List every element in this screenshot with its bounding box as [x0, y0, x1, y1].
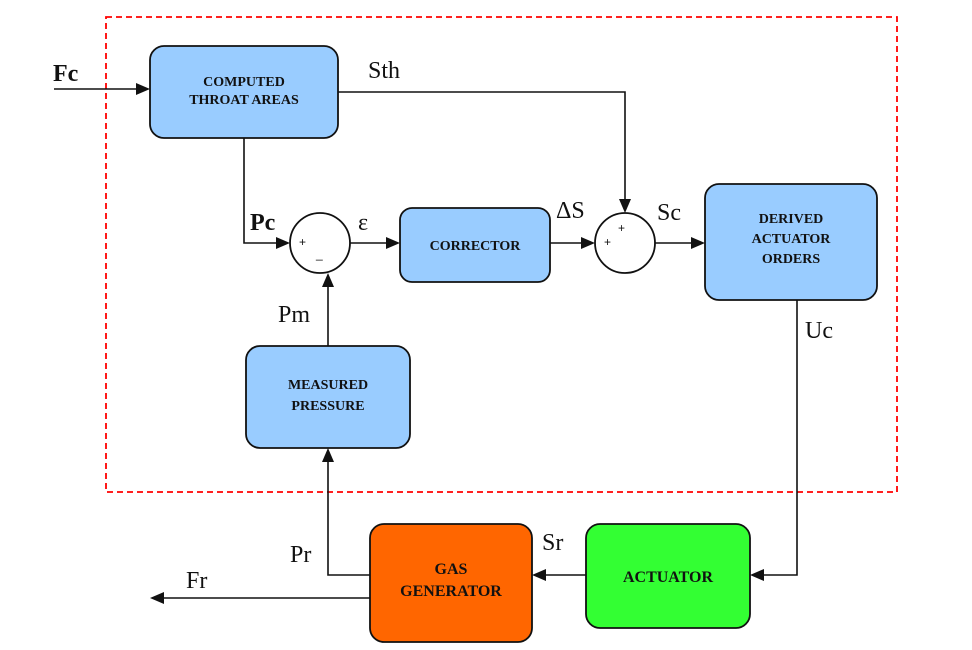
summing-junction-error: + _: [289, 212, 351, 274]
gas-generator-line1: GAS: [435, 561, 468, 578]
signal-pc-label: Pc: [250, 210, 276, 236]
computed-throat-areas-line1: COMPUTED: [203, 75, 285, 90]
measured-pressure-line2: PRESSURE: [291, 399, 364, 414]
signal-pr-label: Pr: [290, 542, 311, 568]
derived-actuator-orders-line2: ACTUATOR: [752, 232, 832, 247]
gas-generator-line2: GENERATOR: [400, 583, 502, 600]
corrector-label: CORRECTOR: [430, 239, 522, 254]
actuator-label: ACTUATOR: [623, 569, 714, 586]
derived-actuator-orders-block: DERIVED ACTUATOR ORDERS: [704, 183, 878, 301]
actuator-block: ACTUATOR: [585, 523, 751, 629]
sum2-plus-left-sign: +: [604, 235, 611, 249]
signal-fc-label: Fc: [53, 61, 79, 87]
signal-wires: [54, 83, 798, 604]
computed-throat-areas-block: COMPUTED THROAT AREAS: [149, 45, 339, 139]
signal-sr-label: Sr: [542, 530, 563, 556]
corrector-block: CORRECTOR: [399, 207, 551, 283]
controller-boundary: [105, 16, 898, 493]
signal-epsilon-label: ε: [358, 210, 368, 236]
signal-sth-label: Sth: [368, 58, 400, 84]
signal-sc-label: Sc: [657, 200, 681, 226]
summing-junction-command: + +: [594, 212, 656, 274]
measured-pressure-line1: MEASURED: [288, 378, 368, 393]
sum1-minus-sign: _: [315, 247, 323, 261]
signal-fr-label: Fr: [186, 568, 207, 594]
sum2-plus-top-sign: +: [618, 221, 625, 235]
sum1-plus-sign: +: [299, 235, 306, 249]
derived-actuator-orders-line3: ORDERS: [762, 252, 821, 267]
derived-actuator-orders-line1: DERIVED: [759, 212, 824, 227]
gas-generator-block: GAS GENERATOR: [369, 523, 533, 643]
signal-uc-label: Uc: [805, 318, 833, 344]
signal-pm-label: Pm: [278, 302, 310, 328]
signal-delta-s-label: ΔS: [556, 198, 585, 224]
computed-throat-areas-line2: THROAT AREAS: [189, 93, 299, 108]
measured-pressure-block: MEASURED PRESSURE: [245, 345, 411, 449]
